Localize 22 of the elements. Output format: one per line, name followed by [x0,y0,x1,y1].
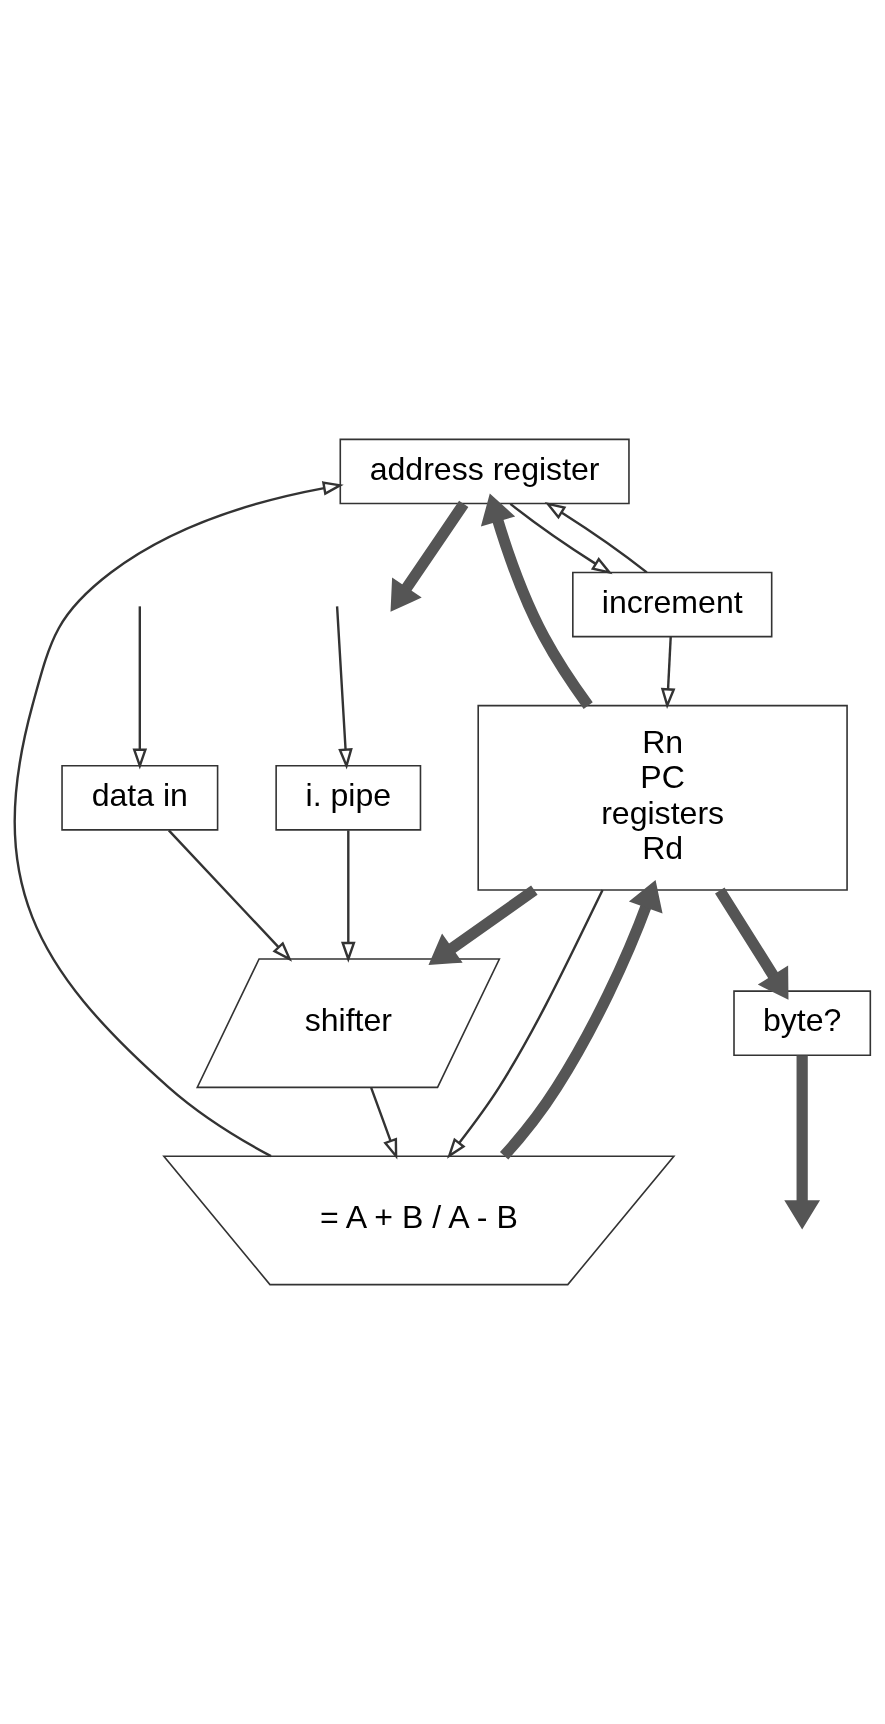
arrow [370,1087,398,1160]
arrow [390,500,469,612]
arrow [13,481,344,1158]
arrow [509,502,613,575]
arrow [132,606,148,770]
arrow [544,501,648,574]
node-box: data in [61,765,219,831]
arrow [480,493,593,709]
node-box: byte? [733,990,872,1057]
node-box: increment [572,571,773,638]
node-box: Rn PC registers Rd [477,704,848,891]
arrow [499,879,663,1160]
arrow [341,830,356,963]
node-box: address register [339,438,630,505]
arrow [335,606,353,770]
arrow [428,885,538,965]
arrow [715,887,789,1000]
arrow [167,829,293,962]
arrow [660,636,676,710]
arrow [784,1055,821,1230]
node-box: i. pipe [275,765,422,831]
arrow [447,889,604,1159]
